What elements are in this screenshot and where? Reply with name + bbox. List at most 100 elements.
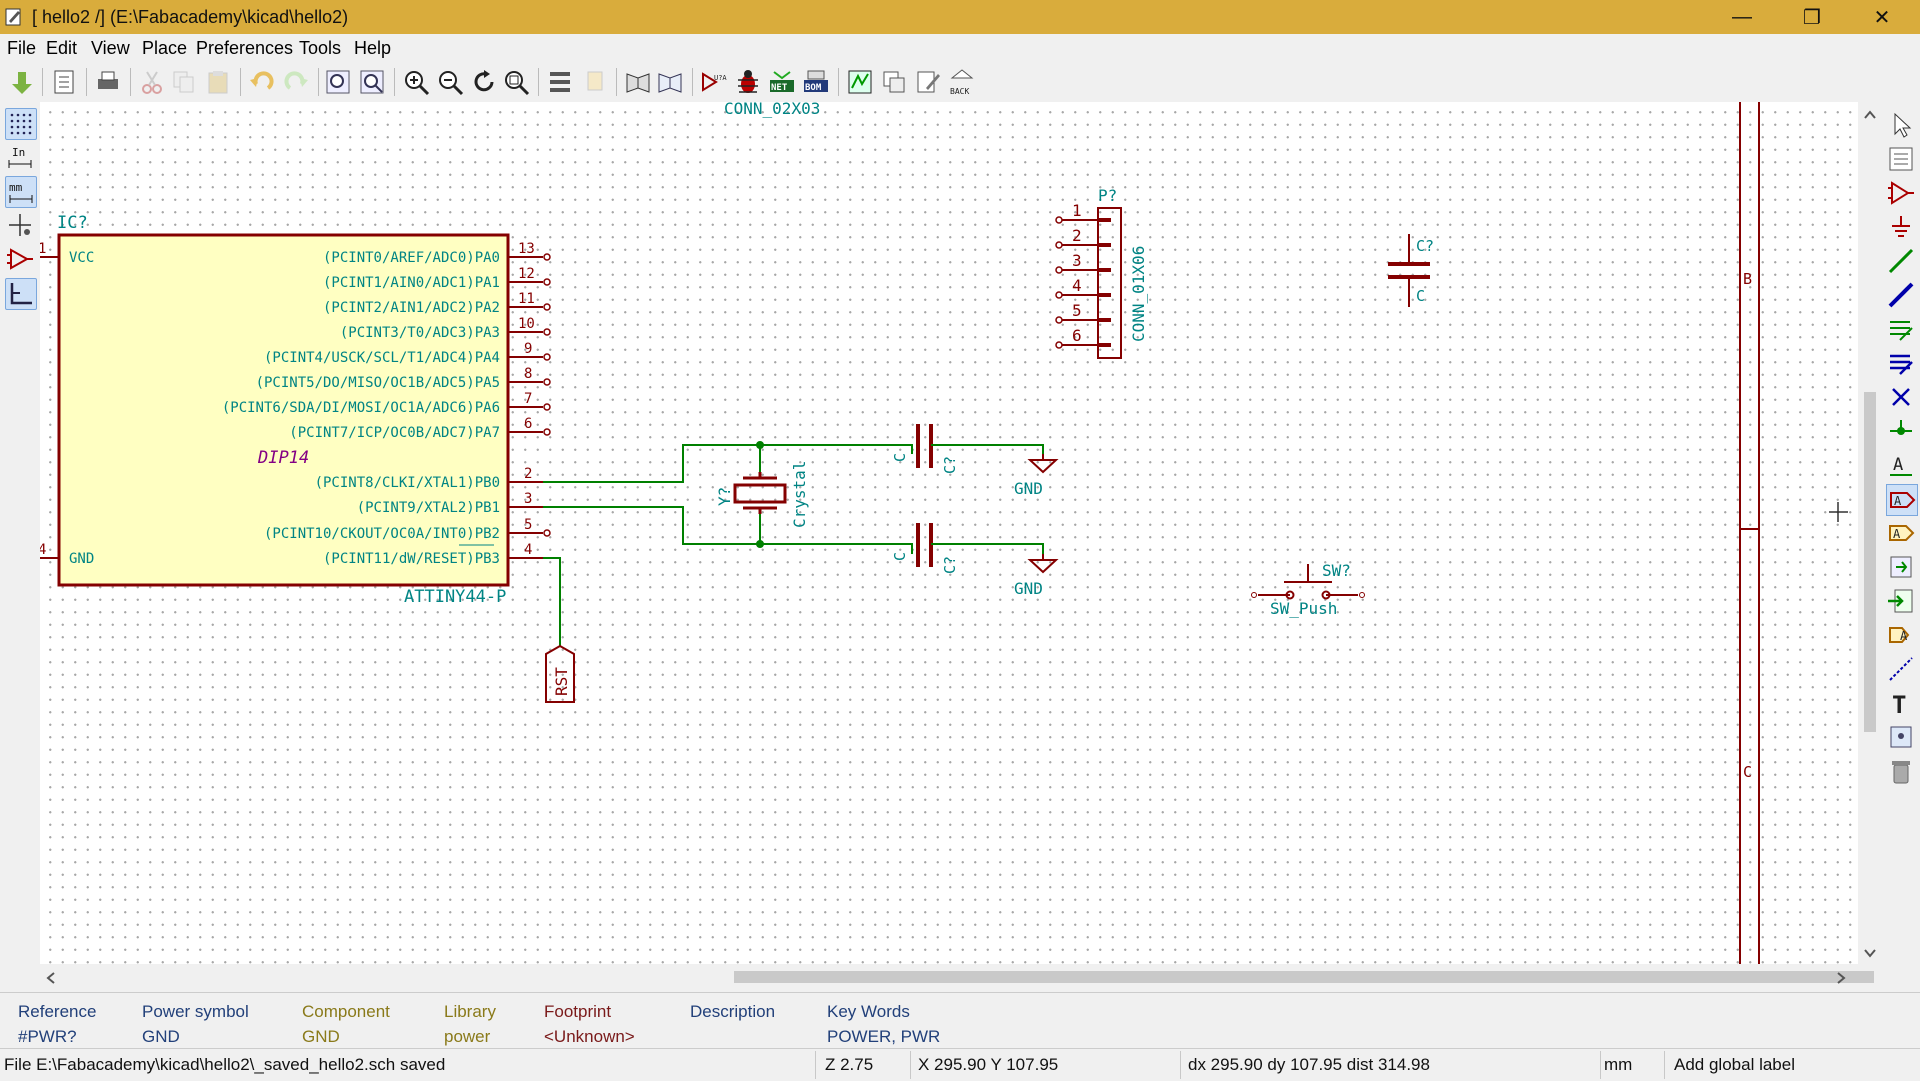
leave-sheet-icon[interactable] <box>580 68 608 96</box>
find-icon[interactable] <box>324 68 352 96</box>
rst-global-label[interactable] <box>545 644 575 703</box>
add-net-label-icon[interactable]: A <box>1886 450 1916 480</box>
info-footprint: Footprint<Unknown> <box>544 1002 635 1046</box>
menu-view[interactable]: View <box>91 38 130 58</box>
menu-preferences[interactable]: Preferences <box>196 38 294 58</box>
save-icon[interactable] <box>8 68 36 96</box>
left-toolbar: In mm <box>0 102 40 992</box>
gnd-symbol-1[interactable] <box>1027 454 1059 474</box>
copy-icon[interactable] <box>170 68 198 96</box>
svg-text:(PCINT9/XTAL2)PB1: (PCINT9/XTAL2)PB1 <box>357 500 500 516</box>
undo-icon[interactable] <box>248 68 276 96</box>
window-title: [ hello2 /] (E:\Fabacademy\kicad\hello2) <box>32 7 349 27</box>
vertical-scroll-thumb[interactable] <box>1864 392 1876 732</box>
menu-tools[interactable]: Tools <box>299 38 342 58</box>
toolbar-separator <box>692 68 693 96</box>
add-bus-icon[interactable] <box>1886 280 1916 310</box>
wire-45-degree-icon[interactable] <box>5 278 37 310</box>
add-hierarchical-label-icon[interactable]: A <box>1886 518 1916 548</box>
capacitor-3[interactable] <box>1388 262 1430 279</box>
menu-help[interactable]: Help <box>354 38 392 58</box>
redo-icon[interactable] <box>282 68 310 96</box>
zoom-in-icon[interactable] <box>402 68 430 96</box>
add-wire-icon[interactable] <box>1886 246 1916 276</box>
scroll-right-icon[interactable] <box>1836 972 1846 984</box>
cvpcb-icon[interactable] <box>846 68 874 96</box>
menu-file[interactable]: File <box>7 38 37 58</box>
add-junction-icon[interactable] <box>1886 416 1916 446</box>
select-arrow-icon[interactable] <box>1886 110 1916 140</box>
schematic-canvas[interactable]: CONN_02X03 IC? ATTINY44-P DIP14 1 VCC 4 … <box>40 102 1858 964</box>
ic-body[interactable] <box>57 233 510 587</box>
bom-icon[interactable]: BOM <box>802 68 830 96</box>
svg-text:8: 8 <box>524 366 532 382</box>
status-current-tool: Add global label <box>1674 1055 1795 1074</box>
border-zone-b: B <box>1743 270 1752 288</box>
import-sheet-pin-icon[interactable] <box>1886 586 1916 616</box>
horizontal-scroll-thumb[interactable] <box>734 971 1874 983</box>
no-connect-icon[interactable] <box>1886 382 1916 412</box>
menu-place[interactable]: Place <box>142 38 188 58</box>
add-global-label-icon[interactable]: A <box>1886 484 1918 516</box>
cut-icon[interactable] <box>138 68 166 96</box>
wire-bus-entry-icon[interactable] <box>1886 314 1916 344</box>
svg-text:A: A <box>1900 629 1908 643</box>
horizontal-scrollbar[interactable] <box>40 964 1882 990</box>
delete-item-icon[interactable] <box>1886 756 1916 786</box>
crystal-value: Crystal <box>790 461 809 528</box>
eeschema-app-icon <box>5 8 21 26</box>
hidden-pins-icon[interactable] <box>5 244 35 274</box>
find-replace-icon[interactable] <box>358 68 386 96</box>
svg-text:A: A <box>1894 494 1902 508</box>
toolbar-separator <box>86 68 87 96</box>
svg-text:BACK: BACK <box>950 87 969 96</box>
zoom-out-icon[interactable] <box>436 68 464 96</box>
push-switch[interactable] <box>1258 564 1358 600</box>
scroll-up-icon[interactable] <box>1864 110 1876 120</box>
paste-icon[interactable] <box>204 68 232 96</box>
crystal[interactable] <box>733 472 787 514</box>
add-text-icon[interactable]: T <box>1886 688 1916 718</box>
library-editor-icon[interactable] <box>624 68 652 96</box>
bus-bus-entry-icon[interactable] <box>1886 348 1916 378</box>
netlist-icon[interactable]: NET <box>768 68 796 96</box>
vertical-scrollbar[interactable] <box>1858 102 1882 964</box>
gnd-symbol-2[interactable] <box>1027 554 1059 574</box>
ic-pin-number: 4 <box>40 542 46 558</box>
add-hierarchical-sheet-icon[interactable] <box>1886 552 1916 582</box>
capacitor-2[interactable] <box>916 523 933 567</box>
units-mm-icon[interactable]: mm <box>5 176 37 208</box>
close-button[interactable]: ✕ <box>1873 6 1891 29</box>
library-browser-icon[interactable] <box>656 68 684 96</box>
menu-edit[interactable]: Edit <box>46 38 78 58</box>
scroll-down-icon[interactable] <box>1864 948 1876 958</box>
page-settings-icon[interactable] <box>50 68 78 96</box>
add-sheet-pin-icon[interactable]: A <box>1886 620 1916 650</box>
add-power-icon[interactable] <box>1886 212 1916 242</box>
add-component-icon[interactable] <box>1886 178 1916 208</box>
units-inch-icon[interactable]: In <box>5 142 35 172</box>
maximize-button[interactable]: ❐ <box>1803 6 1821 29</box>
print-icon[interactable] <box>94 68 122 96</box>
annotate-icon[interactable]: U?A 123 <box>700 68 728 96</box>
footprint-assign-icon[interactable] <box>880 68 908 96</box>
back-to-pcb-icon[interactable]: BACK <box>948 68 976 96</box>
info-description: Description <box>690 1002 776 1021</box>
erc-bug-icon[interactable] <box>734 68 762 96</box>
wires[interactable] <box>543 444 913 646</box>
add-image-icon[interactable] <box>1886 722 1916 752</box>
svg-text:(PCINT7/ICP/OC0B/ADC7)PA7: (PCINT7/ICP/OC0B/ADC7)PA7 <box>289 425 500 441</box>
zoom-fit-icon[interactable] <box>502 68 530 96</box>
capacitor-1-reference: C? <box>941 456 959 474</box>
hierarchy-navigator-icon[interactable] <box>546 68 574 96</box>
graphic-line-icon[interactable] <box>1886 654 1916 684</box>
capacitor-1[interactable] <box>916 424 933 468</box>
hierarchy-icon[interactable] <box>1886 144 1916 174</box>
scroll-left-icon[interactable] <box>46 972 56 984</box>
minimize-button[interactable]: — <box>1732 5 1752 28</box>
grid-toggle-icon[interactable] <box>5 108 37 140</box>
connector-body[interactable] <box>1097 207 1122 359</box>
edit-fields-icon[interactable] <box>914 68 942 96</box>
cursor-shape-icon[interactable] <box>5 210 35 240</box>
redraw-icon[interactable] <box>470 68 498 96</box>
